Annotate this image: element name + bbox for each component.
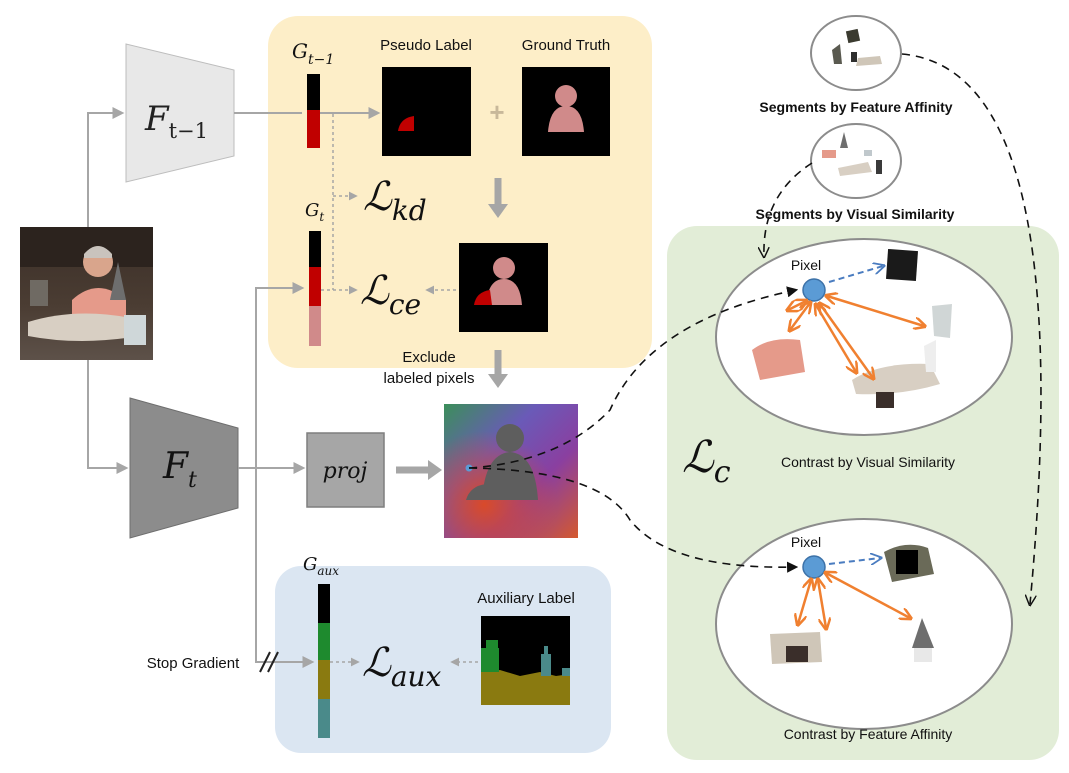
- exclude-caption-line2: labeled pixels: [384, 370, 475, 387]
- vector-g-aux: Gaux: [303, 554, 339, 738]
- visual-similarity-segments: [810, 123, 902, 199]
- auxiliary-label-caption: Auxiliary Label: [477, 590, 575, 607]
- stop-gradient-mark: [259, 651, 279, 673]
- pseudo-label-image: [382, 67, 471, 156]
- svg-text:proj: proj: [323, 459, 368, 484]
- svg-text:Gaux: Gaux: [303, 554, 339, 578]
- encoder-previous: Ft−1: [125, 43, 235, 183]
- exclude-caption-line1: Exclude: [402, 349, 455, 366]
- dashed-connectors: [468, 53, 1042, 604]
- feature-affinity-segments: [810, 15, 902, 91]
- feature-affinity-caption: Segments by Feature Affinity: [759, 99, 952, 115]
- svg-text:Ft−1: Ft−1: [144, 99, 208, 143]
- svg-text:Gt: Gt: [305, 200, 324, 224]
- ground-truth-caption: Ground Truth: [522, 37, 610, 54]
- input-image: [20, 227, 153, 360]
- loss-kd: ℒkd: [363, 174, 427, 227]
- loss-ce: ℒce: [360, 268, 421, 321]
- gt-down-arrowhead: [488, 204, 508, 218]
- feature-affinity-contrast-caption: Contrast by Feature Affinity: [784, 726, 953, 742]
- plus-sign: +: [489, 97, 504, 127]
- vector-g-curr: Gt: [305, 200, 324, 346]
- auxiliary-panel: [275, 566, 611, 753]
- encoder-current: Ft: [129, 397, 239, 539]
- feature-affinity-contrast: [715, 518, 1013, 730]
- auxiliary-label-image: [481, 616, 570, 705]
- svg-text:Ft: Ft: [162, 446, 197, 493]
- input-connectors: [87, 107, 315, 668]
- visual-similarity-caption: Segments by Visual Similarity: [756, 206, 955, 222]
- pseudo-label-caption: Pseudo Label: [380, 37, 472, 54]
- projection-head: proj: [306, 432, 385, 508]
- exclude-down-arrowhead: [488, 374, 508, 388]
- visual-similarity-contrast: [715, 238, 1013, 436]
- pixel-label-bottom: Pixel: [791, 534, 821, 550]
- merged-label-image: [459, 243, 548, 332]
- loss-aux: ℒaux: [362, 640, 442, 693]
- feature-map-image: [444, 404, 578, 538]
- visual-similarity-contrast-caption: Contrast by Visual Similarity: [781, 454, 955, 470]
- svg-text:Gt−1: Gt−1: [292, 39, 334, 68]
- pixel-label-top: Pixel: [791, 257, 821, 273]
- proj-to-features-arrowhead: [428, 460, 442, 480]
- vector-g-prev: Gt−1: [292, 39, 334, 148]
- stop-gradient-caption: Stop Gradient: [147, 655, 240, 672]
- loss-c: ℒc: [682, 432, 731, 490]
- ground-truth-image: [522, 67, 610, 156]
